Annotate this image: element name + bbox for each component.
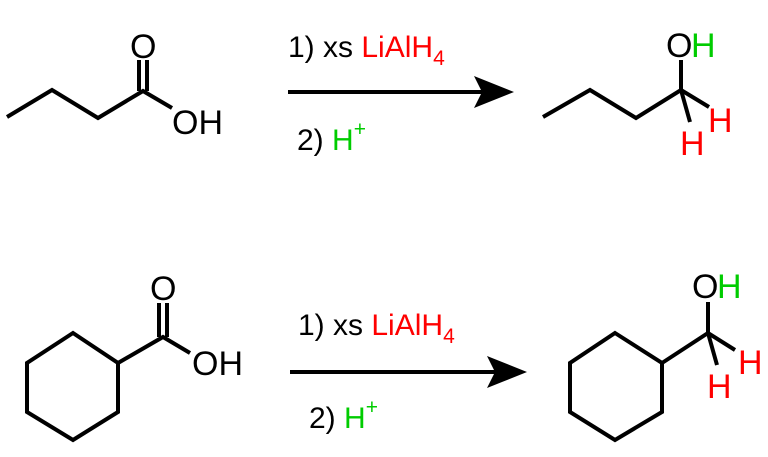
new-hydrogen-1: H	[738, 344, 763, 382]
carbonyl-oxygen: O	[130, 28, 156, 66]
step-1-prefix: 1) xs	[298, 309, 371, 342]
reagent-subscript: 4	[443, 325, 455, 348]
new-hydrogen-2: H	[707, 368, 732, 406]
step-1-conditions: 1) xs LiAlH4	[288, 31, 445, 70]
reagent-lialh: LiAlH	[371, 309, 443, 342]
hydroxyl-hydrogen: H	[717, 268, 742, 306]
cyclohexane-ring	[25, 330, 120, 443]
cyclohexane-ring	[568, 330, 664, 443]
reaction-1: O OH 1) xs LiAlH4 2) H+ O H H H	[5, 27, 733, 163]
substituent-bond	[660, 330, 737, 365]
reagent-proton: H	[344, 402, 366, 435]
carbonyl-oxygen: O	[150, 270, 176, 308]
proton-charge: +	[366, 396, 378, 419]
reaction-2: O OH 1) xs LiAlH4 2) H+ O H H H	[25, 268, 763, 443]
proton-charge: +	[354, 118, 366, 141]
new-hydrogen-2: H	[680, 125, 705, 163]
hydroxyl-label: OH	[172, 104, 223, 142]
step-1-conditions: 1) xs LiAlH4	[298, 309, 455, 348]
new-hydrogen-1: H	[708, 102, 733, 140]
reagent-lialh: LiAlH	[361, 31, 433, 64]
carbon-chain	[5, 87, 174, 121]
step-1-prefix: 1) xs	[288, 31, 361, 64]
step-2-conditions: 2) H+	[309, 396, 378, 435]
oxygen-label: O	[666, 27, 692, 65]
c-h-bond	[679, 89, 692, 123]
c-h-bond	[706, 332, 719, 366]
oxygen-label: O	[692, 268, 718, 306]
hydroxyl-label: OH	[192, 345, 243, 383]
cyclohexylmethanol: O H H H	[568, 268, 763, 443]
step-2-prefix: 2)	[297, 124, 332, 157]
reagent-proton: H	[332, 124, 354, 157]
butanol: O H H H	[542, 27, 733, 163]
step-2-prefix: 2)	[309, 402, 344, 435]
reagent-subscript: 4	[433, 47, 445, 70]
substituent-bond	[116, 334, 192, 365]
hydroxyl-hydrogen: H	[691, 27, 716, 65]
carbon-chain	[542, 87, 711, 121]
cyclohexanecarboxylic-acid: O OH	[25, 270, 243, 443]
step-2-conditions: 2) H+	[297, 118, 366, 157]
butanoic-acid: O OH	[5, 28, 223, 142]
